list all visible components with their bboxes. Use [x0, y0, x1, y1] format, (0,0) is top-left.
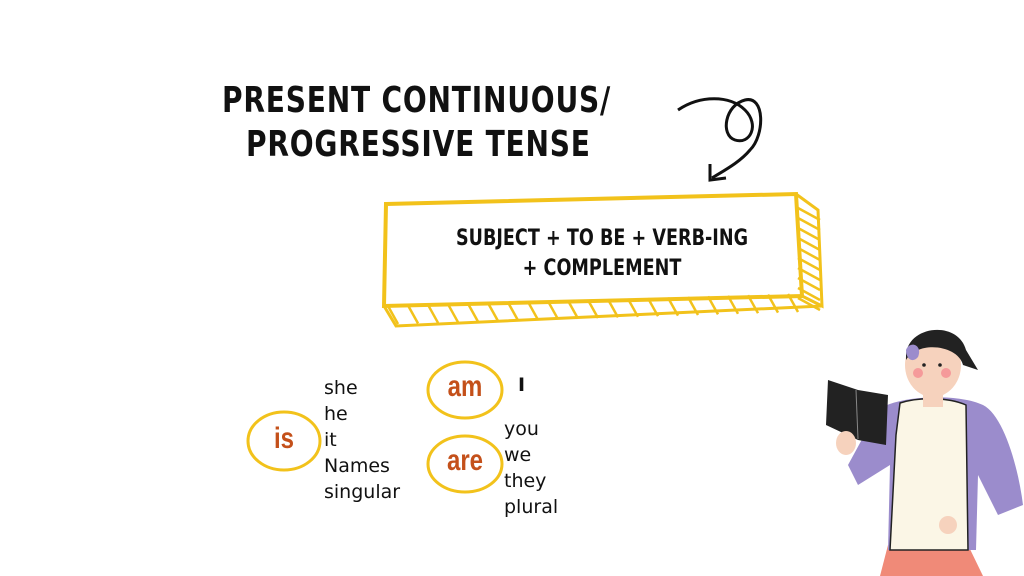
hatch-line — [646, 297, 660, 317]
hatch-line — [797, 276, 821, 292]
circle-is — [246, 410, 322, 472]
hatch-line — [486, 302, 500, 322]
hatch-line — [797, 216, 821, 232]
pronouns-am: I — [518, 372, 525, 398]
pronoun: you — [504, 418, 539, 440]
pronoun: plural — [504, 496, 559, 518]
circle-am — [426, 360, 504, 420]
pronoun: I — [518, 374, 526, 396]
pronoun: he — [324, 403, 348, 425]
hatch-line — [426, 304, 440, 324]
hatch-line — [506, 301, 520, 322]
hatch-line — [797, 236, 821, 252]
hatch-line — [797, 256, 821, 272]
verb-are: are — [446, 444, 484, 477]
formula-line-2: + COMPLEMENT — [522, 256, 682, 281]
verb-is: is — [273, 422, 295, 455]
pronoun: Names — [324, 455, 390, 477]
hatch-line — [406, 304, 420, 325]
pronouns-is: she he it Names singular — [324, 375, 400, 505]
hatch-line — [626, 298, 640, 318]
hatch-line — [797, 206, 821, 222]
hatch-line — [706, 295, 720, 316]
hatch-line — [786, 293, 800, 313]
pronoun: we — [504, 444, 532, 466]
hatch-line — [386, 305, 400, 325]
hatch-line — [586, 299, 600, 319]
hatch-line — [686, 296, 700, 316]
title-line-2: PROGRESSIVE TENSE — [246, 124, 591, 165]
pronoun: singular — [324, 481, 401, 503]
circle-are — [426, 434, 504, 494]
pronoun: it — [324, 429, 337, 451]
hatch-line — [566, 299, 580, 320]
pronoun: they — [504, 470, 547, 492]
hatch-line — [606, 298, 620, 319]
formula-line-1: SUBJECT + TO BE + VERB-ING — [455, 226, 749, 251]
hatch-line — [526, 301, 540, 321]
hatch-line — [797, 226, 821, 242]
hatch-line — [726, 295, 740, 315]
hatch-line — [766, 293, 780, 314]
hatch-line — [797, 266, 821, 282]
hatch-line — [446, 303, 460, 323]
pronoun: she — [324, 377, 358, 399]
hatch-line — [666, 296, 680, 317]
title-line-1: PRESENT CONTINUOUS/ — [222, 80, 612, 121]
hatch-line — [466, 302, 480, 323]
hatch-line — [797, 286, 821, 302]
curly-arrow-icon — [677, 97, 763, 182]
pronouns-are: you we they plural — [504, 416, 558, 520]
formula-box — [381, 191, 824, 328]
verb-am: am — [447, 370, 483, 403]
hatch-line — [797, 296, 821, 312]
hatch-line — [746, 294, 760, 314]
hatch-line — [797, 246, 821, 262]
hatch-line — [546, 300, 560, 320]
student-reading-illustration — [826, 329, 1023, 576]
